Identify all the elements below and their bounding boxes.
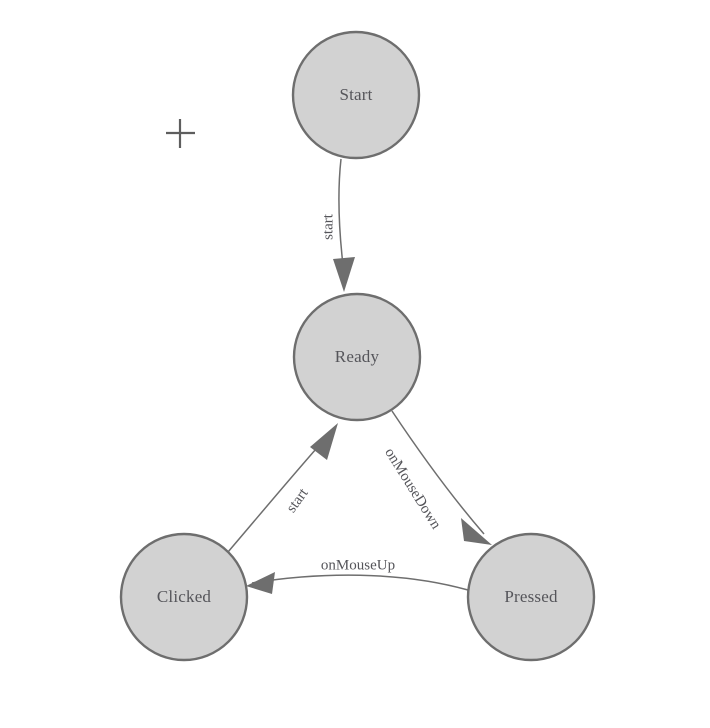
edge-label-pressed-to-clicked: onMouseUp bbox=[321, 557, 395, 573]
node-start-circle[interactable] bbox=[291, 30, 421, 160]
edge-label-clicked-to-ready: start bbox=[283, 485, 312, 516]
edge-path-start-to-ready bbox=[338, 158, 344, 266]
node-pressed-circle[interactable] bbox=[466, 532, 596, 662]
edge-label-ready-to-pressed: onMouseDown bbox=[381, 445, 444, 532]
edge-start-to-ready[interactable]: start bbox=[320, 158, 355, 292]
edge-label-start-to-ready: start bbox=[320, 213, 336, 240]
node-pressed[interactable]: Pressed bbox=[466, 532, 596, 662]
crosshair-icon[interactable] bbox=[166, 119, 195, 148]
node-clicked[interactable]: Clicked bbox=[119, 532, 249, 662]
edge-path-pressed-to-clicked bbox=[251, 574, 469, 591]
node-ready[interactable]: Ready bbox=[292, 292, 422, 422]
node-pressed-label: Pressed bbox=[504, 587, 558, 606]
node-start-label: Start bbox=[339, 85, 372, 104]
edge-path-ready-to-pressed bbox=[391, 410, 485, 535]
node-clicked-label: Clicked bbox=[157, 587, 212, 606]
arrowhead-ready-to-pressed bbox=[461, 518, 492, 545]
node-ready-label: Ready bbox=[335, 347, 380, 366]
arrowhead-clicked-to-ready bbox=[310, 423, 338, 460]
edge-clicked-to-ready[interactable]: start bbox=[227, 423, 338, 553]
node-ready-circle[interactable] bbox=[292, 292, 422, 422]
arrowhead-pressed-to-clicked bbox=[246, 572, 275, 594]
arrowhead-start-to-ready bbox=[333, 257, 355, 292]
node-clicked-circle[interactable] bbox=[119, 532, 249, 662]
edge-ready-to-pressed[interactable]: onMouseDown bbox=[381, 410, 492, 545]
edge-pressed-to-clicked[interactable]: onMouseUp bbox=[246, 557, 469, 594]
node-start[interactable]: Start bbox=[291, 30, 421, 160]
